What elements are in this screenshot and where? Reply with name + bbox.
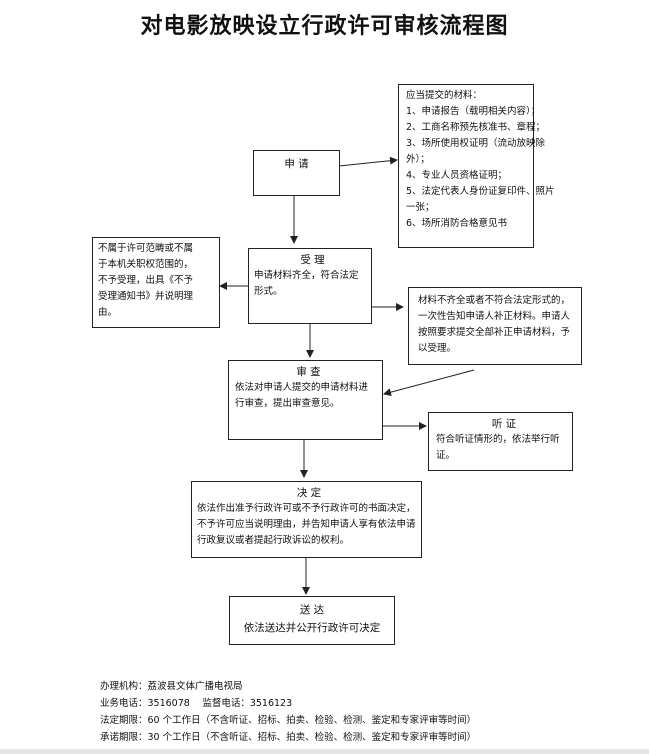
accept-line: 形式。 <box>254 286 283 297</box>
footer-line: 业务电话：3516078 监督电话：3516123 <box>100 698 293 709</box>
arrow-apply-to-materials <box>338 156 398 167</box>
materials-line: 6、场所消防合格意见书 <box>406 218 508 229</box>
page-title: 对电影放映设立行政许可审核流程图 <box>140 13 509 39</box>
materials-line: 4、专业人员资格证明； <box>406 170 508 181</box>
supplement-box: 材料不齐全或者不符合法定形式的， 一次性告知申请人补正材料。申请人 按照要求提交… <box>408 287 582 365</box>
deliver-box: 送 达 依法送达并公开行政许可决定 <box>229 596 395 645</box>
review-box: 审 查 依法对申请人提交的申请材料进 行审查，提出审查意见。 <box>228 360 383 440</box>
reject-line: 由。 <box>98 307 118 318</box>
materials-box: 应当提交的材料： 1、申请报告（载明相关内容）； 2、工商名称预先核准书、章程；… <box>398 84 555 248</box>
footer-line: 办理机构：荔波县文体广播电视局 <box>100 681 243 692</box>
decision-box: 决 定 依法作出准予行政许可或不予行政许可的书面决定， 不予许可应当说明理由，并… <box>191 481 422 558</box>
reject-line: 不予受理，出具《不予 <box>98 275 194 286</box>
accept-line: 申请材料齐全，符合法定 <box>254 270 359 281</box>
hearing-line: 证。 <box>436 450 456 461</box>
footer-info: 办理机构：荔波县文体广播电视局 业务电话：3516078 监督电话：351612… <box>100 678 476 746</box>
decision-line: 依法作出准予行政许可或不予行政许可的书面决定， <box>197 503 416 514</box>
apply-title: 申 请 <box>284 158 309 170</box>
materials-line: 外）； <box>406 154 430 165</box>
decision-line: 不予许可应当说明理由，并告知申请人享有依法申请 <box>197 519 416 530</box>
supplement-line: 材料不齐全或者不符合法定形式的， <box>418 295 571 306</box>
apply-box: 申 请 <box>253 150 340 196</box>
footer-line: 承诺期限：30 个工作日（不含听证、招标、拍卖、检验、检测、鉴定和专家评审等时间… <box>100 732 477 743</box>
materials-heading: 应当提交的材料： <box>406 90 483 101</box>
decision-title: 决 定 <box>296 487 322 499</box>
materials-line: 一张； <box>406 202 435 213</box>
reject-line: 不属于许可范畴或不属 <box>98 243 194 254</box>
bottom-strip <box>0 749 649 754</box>
materials-line: 3、场所使用权证明（流动放映除 <box>406 138 546 149</box>
reject-box: 不属于许可范畴或不属 于本机关职权范围的， 不予受理，出具《不予 受理通知书》并… <box>92 237 220 328</box>
materials-line: 5、法定代表人身份证复印件、照片 <box>406 186 555 197</box>
deliver-line: 依法送达并公开行政许可决定 <box>243 622 381 634</box>
supplement-line: 以受理。 <box>418 343 457 354</box>
review-title: 审 查 <box>296 366 321 378</box>
reject-line: 于本机关职权范围的， <box>98 259 194 270</box>
hearing-box: 听 证 符合听证情形的，依法举行听 证。 <box>428 412 573 471</box>
arrow-supplement-to-review <box>383 369 475 397</box>
review-line: 行审查，提出审查意见。 <box>235 398 340 409</box>
accept-title: 受 理 <box>300 254 325 266</box>
supplement-line: 一次性告知申请人补正材料。申请人 <box>418 311 571 322</box>
review-line: 依法对申请人提交的申请材料进 <box>235 382 369 393</box>
materials-line: 2、工商名称预先核准书、章程； <box>406 122 546 133</box>
decision-line: 行政复议或者提起行政诉讼的权利。 <box>197 535 350 546</box>
accept-box: 受 理 申请材料齐全，符合法定 形式。 <box>248 248 372 324</box>
supplement-line: 按照要求提交全部补正申请材料，予 <box>418 327 571 338</box>
deliver-title: 送 达 <box>299 604 325 616</box>
hearing-line: 符合听证情形的，依法举行听 <box>436 434 560 445</box>
materials-line: 1、申请报告（载明相关内容）； <box>406 106 541 117</box>
footer-line: 法定期限：60 个工作日（不含听证、招标、拍卖、检验、检测、鉴定和专家评审等时间… <box>100 715 477 726</box>
reject-line: 受理通知书》并说明理 <box>98 291 194 302</box>
hearing-title: 听 证 <box>491 418 517 430</box>
